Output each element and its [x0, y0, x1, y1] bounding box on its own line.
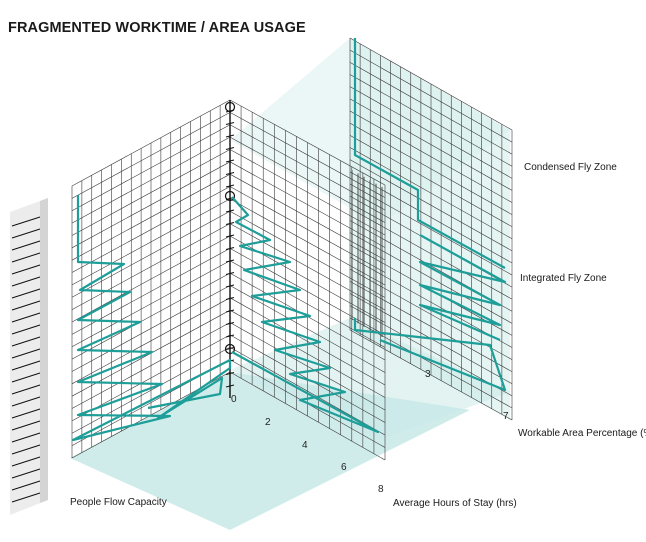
axis-marker-bottom	[224, 343, 236, 355]
page-title: FRAGMENTED WORKTIME / AREA USAGE	[8, 20, 306, 36]
hours-tick: 6	[341, 462, 347, 473]
hours-tick: 4	[302, 440, 308, 451]
data-paths	[71, 38, 507, 442]
hours-tick: 0	[231, 394, 237, 405]
condensed-fly-zone-path	[353, 38, 506, 269]
integrated-fly-zone-path	[418, 234, 507, 342]
hours-zigzag	[231, 196, 380, 434]
axis-marker-middle	[224, 190, 236, 202]
hours-tick: 8	[378, 484, 384, 495]
condensed-fly-zone-label: Condensed Fly Zone	[524, 162, 617, 173]
hours-tick: 2	[265, 417, 271, 428]
workable-area-path	[353, 318, 507, 392]
axis-marker-top	[224, 101, 236, 113]
workable-area-axis-label: Workable Area Percentage (%)	[518, 428, 646, 439]
hours-axis-label: Average Hours of Stay (hrs)	[393, 498, 517, 509]
people-flow-zigzag	[71, 195, 232, 442]
people-flow-axis-label: People Flow Capacity	[70, 497, 167, 508]
workable-tick: 3	[425, 369, 431, 380]
workable-tick: 7	[503, 411, 509, 422]
mid-plane	[230, 318, 510, 440]
integrated-fly-zone-label: Integrated Fly Zone	[520, 273, 607, 284]
